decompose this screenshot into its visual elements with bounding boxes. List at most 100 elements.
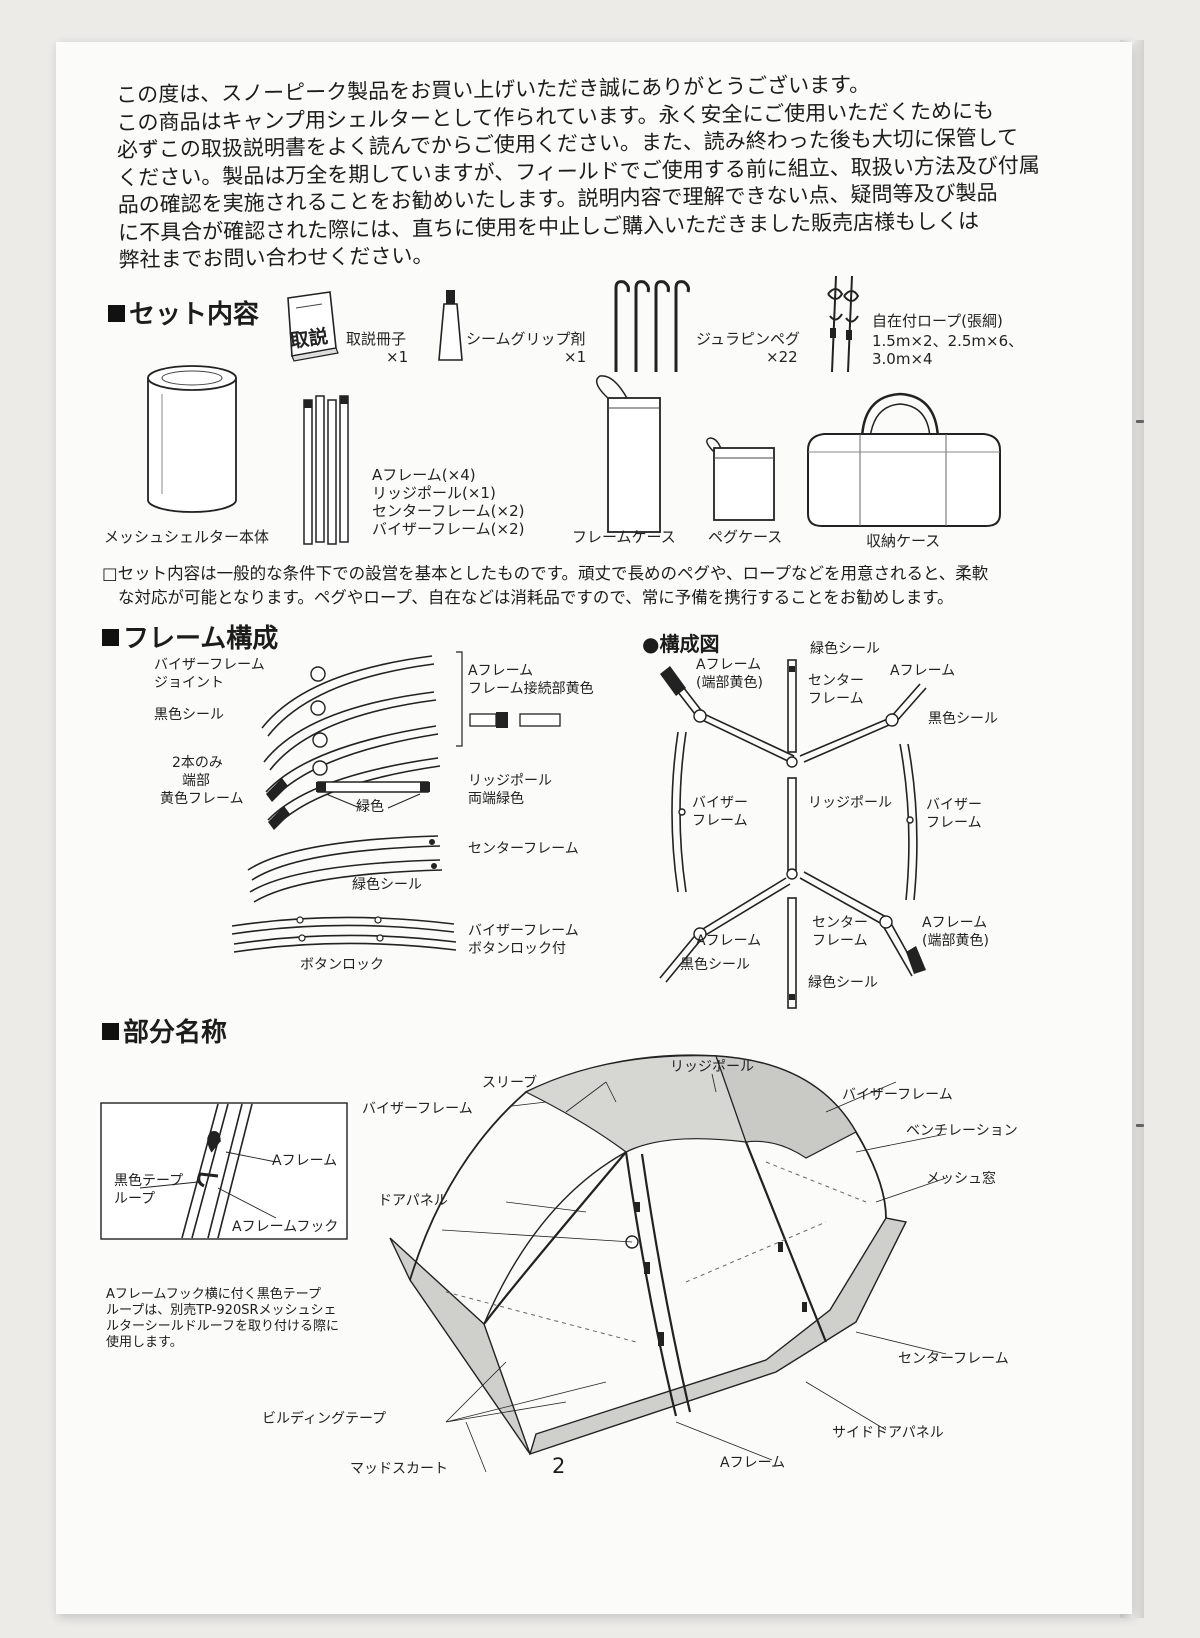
caption-line: ルターシールドルーフを取り付ける際に <box>106 1319 339 1334</box>
ridge-pole-label: リッジポール <box>468 773 552 789</box>
frame-bundle-icon <box>303 395 349 545</box>
frame-list-item: Aフレーム(×4) <box>372 466 476 484</box>
shelter-drawing <box>389 1054 947 1473</box>
hook-inset-drawing <box>100 1102 348 1240</box>
set-contents-note: □セット内容は一般的な条件下での設営を基本としたものです。頑丈で長めのペグや、ロ… <box>102 562 1042 610</box>
frame-assembly-diagram <box>659 659 927 1009</box>
green-seal-label: 緑色シール <box>352 877 422 893</box>
green-label: 緑色 <box>356 799 384 815</box>
button-lock-label: ボタンロック <box>300 957 384 973</box>
ridge-pole-label: 両端緑色 <box>468 791 524 807</box>
section-heading-frame-config: フレーム構成 <box>102 618 278 655</box>
staple <box>1136 420 1144 423</box>
inset-hook-label: Aフレームフック <box>232 1219 339 1235</box>
center-frame-label: センターフレーム <box>468 841 579 857</box>
seam-grip-tube-icon <box>438 290 463 361</box>
mud-skirt-label: マッドスカート <box>350 1461 448 1477</box>
pin-peg-icon <box>614 280 690 372</box>
building-tape-label: ビルディングテープ <box>262 1411 387 1427</box>
center-frame-label: センター <box>812 915 868 931</box>
rope-spec: 3.0m×4 <box>872 350 933 368</box>
a-frame-label: (端部黄色) <box>922 933 989 949</box>
storage-case-label: 収納ケース <box>866 532 941 550</box>
a-frame-label: (端部黄色) <box>696 675 763 691</box>
manual-qty: ×1 <box>386 348 409 366</box>
seam-grip-label: シームグリップ剤 <box>466 330 586 348</box>
black-seal-label: 黒色シール <box>154 707 224 723</box>
a-frame-label: Aフレーム <box>696 657 762 673</box>
center-frame-label: センターフレーム <box>898 1351 1009 1367</box>
manual-label: 取説冊子 <box>346 330 407 348</box>
visor-frame-label: フレーム <box>926 815 982 831</box>
manual-cover-text: 取説 <box>288 325 330 353</box>
shelter-body-roll-icon <box>147 365 237 513</box>
yellow-end-label: 端部 <box>182 773 210 789</box>
center-frame-label: センター <box>808 673 864 689</box>
manual-booklet-icon <box>287 291 339 362</box>
visor-frame-label: バイザーフレーム <box>362 1101 473 1117</box>
ridge-pole-drawing <box>316 781 430 809</box>
peg-case-label: ペグケース <box>708 528 783 546</box>
storage-case-icon <box>807 392 1001 527</box>
ridge-pole-label: リッジポール <box>670 1059 754 1075</box>
square-bullet-icon <box>102 1023 119 1040</box>
a-frame-label: Aフレーム <box>890 663 956 679</box>
manual-page: この度は、スノーピーク製品をお買い上げいただき誠にありがとうございます。 この商… <box>56 42 1132 1614</box>
inset-loop-label: 黒色テープ <box>114 1173 184 1189</box>
a-frame-label: Aフレーム <box>922 915 988 931</box>
center-frame-label: フレーム <box>808 691 864 707</box>
visor-frame-label: フレーム <box>692 813 748 829</box>
caption-line: Aフレームフック横に付く黒色テープ <box>106 1287 321 1302</box>
a-frame-label: Aフレーム <box>720 1455 786 1471</box>
a-frame-label: Aフレーム <box>468 663 534 679</box>
a-frame-label: Aフレーム <box>696 933 762 949</box>
square-bullet-icon <box>102 629 119 646</box>
caption-line: ループは、別売TP-920SRメッシュシェ <box>106 1303 337 1318</box>
rope-icon <box>827 275 860 373</box>
ridge-pole-label: リッジポール <box>808 795 892 811</box>
side-door-label: サイドドアパネル <box>832 1425 944 1441</box>
pin-peg-label: ジュラピンペグ <box>696 330 800 348</box>
intro-paragraph: この度は、スノーピーク製品をお買い上げいただき誠にありがとうございます。 この商… <box>116 69 1079 275</box>
visor-frame-label: バイザー <box>692 795 748 811</box>
section-heading-diagram: ●構成図 <box>642 632 720 656</box>
inset-loop-label: ループ <box>114 1191 156 1207</box>
frame-parts-drawing <box>261 655 441 830</box>
hook-caption: Aフレームフック横に付く黒色テープ ループは、別売TP-920SRメッシュシェ … <box>106 1287 366 1351</box>
note-line: な対応が可能となります。ペグやロープ、自在などは消耗品ですので、常に予備を携行す… <box>118 588 954 607</box>
green-seal-label: 緑色シール <box>808 975 878 991</box>
pin-peg-qty: ×22 <box>766 348 798 366</box>
page-number: 2 <box>552 1454 566 1478</box>
center-frame-label: フレーム <box>812 933 868 949</box>
sleeve-label: スリーブ <box>482 1075 538 1091</box>
center-frame-drawing <box>247 835 443 903</box>
yellow-connector-drawing <box>469 712 561 728</box>
shelter-body-label: メッシュシェルター本体 <box>104 528 270 546</box>
visor-frame-drawing <box>231 916 457 953</box>
visor-button-label: ボタンロック付 <box>468 941 566 957</box>
visor-button-label: バイザーフレーム <box>468 923 579 939</box>
rope-label: 自在付ロープ(張綱) <box>872 312 1003 330</box>
bracket-line <box>456 651 463 747</box>
square-bullet-icon <box>108 305 125 322</box>
yellow-end-label: 黄色フレーム <box>160 791 244 807</box>
frame-case-icon <box>595 375 661 533</box>
frame-case-label: フレームケース <box>572 528 676 546</box>
visor-frame-label: バイザー <box>926 797 982 813</box>
frame-list-item: センターフレーム(×2) <box>372 502 525 520</box>
section-heading-part-names: 部分名称 <box>102 1012 227 1049</box>
visor-joint-label: バイザーフレーム <box>154 657 265 673</box>
green-seal-label: 緑色シール <box>810 641 880 657</box>
black-seal-label: 黒色シール <box>928 711 998 727</box>
bullet-dot-icon: ● <box>642 632 660 656</box>
seam-grip-qty: ×1 <box>564 348 587 366</box>
ventilation-label: ベンチレーション <box>906 1123 1018 1139</box>
staple <box>1136 1124 1144 1127</box>
black-seal-label: 黒色シール <box>680 957 750 973</box>
frame-list-item: バイザーフレーム(×2) <box>372 520 525 538</box>
yellow-end-label: 2本のみ <box>172 755 223 771</box>
rope-spec: 1.5m×2、2.5m×6、 <box>872 332 1024 350</box>
note-line: □セット内容は一般的な条件下での設営を基本としたものです。頑丈で長めのペグや、ロ… <box>102 564 989 583</box>
section-heading-set-contents: セット内容 <box>108 294 259 331</box>
caption-line: 使用します。 <box>106 1335 183 1350</box>
